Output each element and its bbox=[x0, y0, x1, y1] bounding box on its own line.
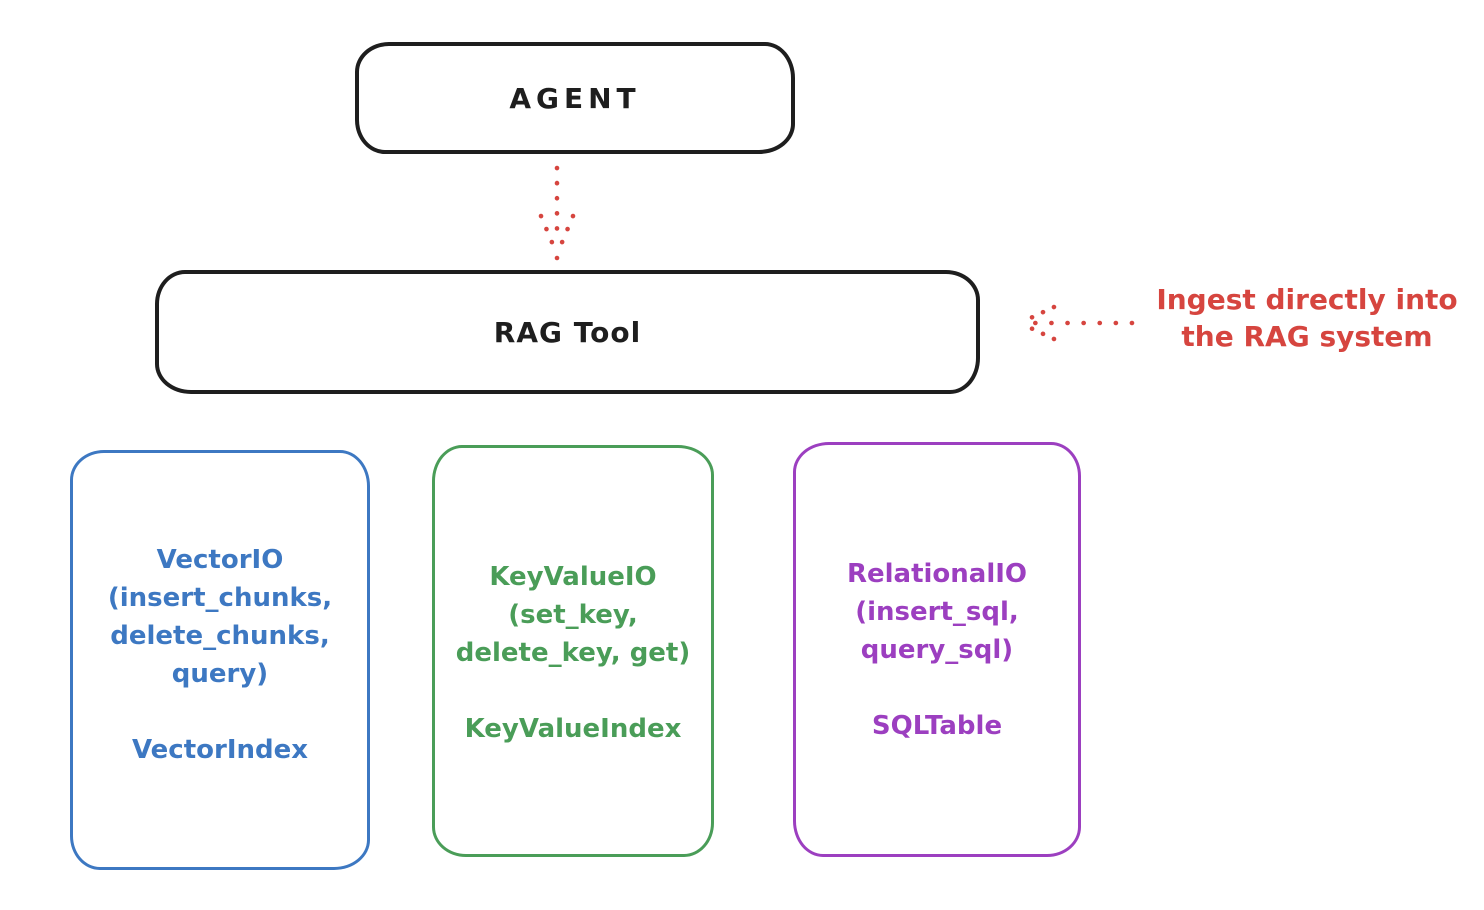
module-param: (set_key, bbox=[508, 600, 638, 630]
module-title: RelationalIO bbox=[846, 559, 1028, 589]
ingest-annotation-line2: the RAG system bbox=[1181, 320, 1433, 353]
rag-tool-box: RAG Tool bbox=[155, 270, 980, 394]
relational-io-box: RelationalIO (insert_sql, query_sql) SQL… bbox=[793, 442, 1081, 857]
arrow-left-icon bbox=[1019, 304, 1135, 342]
spacer bbox=[796, 669, 1078, 707]
module-index-label: VectorIndex bbox=[131, 735, 309, 765]
spacer bbox=[73, 693, 367, 731]
vector-io-box: VectorIO (insert_chunks, delete_chunks, … bbox=[70, 450, 370, 870]
ingest-annotation-line1: Ingest directly into bbox=[1156, 283, 1458, 316]
agent-box: AGENT bbox=[355, 42, 795, 154]
spacer bbox=[435, 672, 711, 710]
vector-io-content: VectorIO (insert_chunks, delete_chunks, … bbox=[73, 541, 367, 769]
module-param: (insert_chunks, bbox=[107, 583, 333, 613]
ingest-annotation: Ingest directly into the RAG system bbox=[1140, 281, 1474, 355]
module-param: query_sql) bbox=[860, 635, 1014, 665]
module-title: KeyValueIO bbox=[489, 562, 657, 592]
key-value-io-box: KeyValueIO (set_key, delete_key, get) Ke… bbox=[432, 445, 714, 857]
module-param: query) bbox=[171, 659, 269, 689]
key-value-io-content: KeyValueIO (set_key, delete_key, get) Ke… bbox=[435, 558, 711, 748]
module-param: (insert_sql, bbox=[855, 597, 1019, 627]
arrow-down-icon bbox=[538, 165, 576, 261]
module-index-label: SQLTable bbox=[871, 711, 1003, 741]
module-param: delete_key, get) bbox=[455, 638, 691, 668]
module-index-label: KeyValueIndex bbox=[464, 714, 682, 744]
relational-io-content: RelationalIO (insert_sql, query_sql) SQL… bbox=[796, 555, 1078, 745]
module-param: delete_chunks, bbox=[110, 621, 330, 651]
agent-label: AGENT bbox=[509, 81, 641, 115]
rag-tool-label: RAG Tool bbox=[493, 315, 642, 349]
module-title: VectorIO bbox=[156, 545, 284, 575]
